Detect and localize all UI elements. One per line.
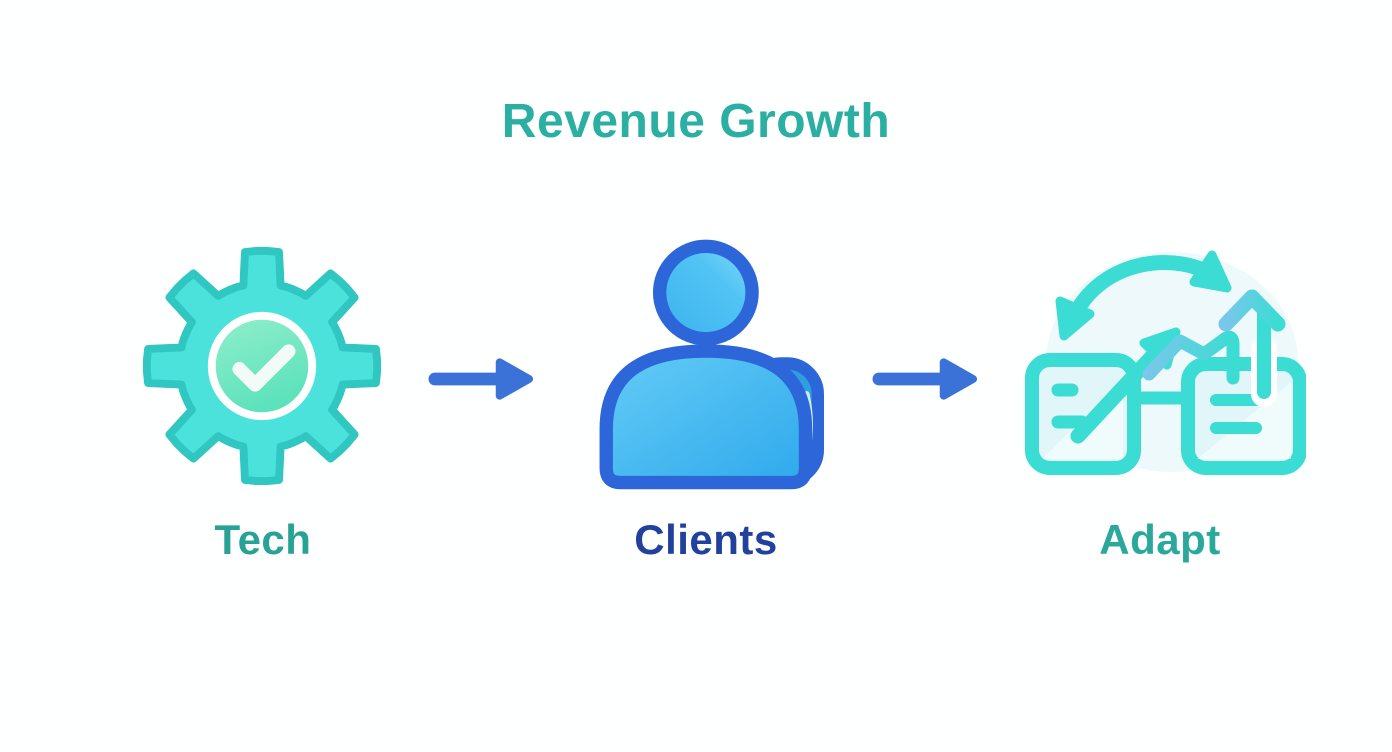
- person-head: [652, 239, 759, 346]
- diagonal-arrow-shaft: [1070, 340, 1168, 444]
- arrow-right-icon: [872, 358, 978, 400]
- transform-growth-icon: [1025, 250, 1306, 475]
- check-icon: [232, 344, 296, 392]
- arrow-right-icon: [428, 358, 534, 400]
- cycle-arrowhead-left: [1055, 296, 1095, 341]
- diagram-title: Revenue Growth: [501, 95, 891, 148]
- up-arrowhead: [1218, 289, 1286, 332]
- person-icon: [599, 239, 824, 490]
- step-label-tech: Tech: [214, 516, 312, 563]
- cycle-arrowhead-right: [1189, 250, 1232, 293]
- step-label-clients: Clients: [634, 516, 778, 563]
- step-label-adapt: Adapt: [1099, 516, 1221, 563]
- gear-check-icon: [142, 246, 382, 486]
- person-body: [599, 344, 813, 490]
- check-circle: [215, 319, 309, 413]
- growth-zigzag: [1142, 330, 1240, 385]
